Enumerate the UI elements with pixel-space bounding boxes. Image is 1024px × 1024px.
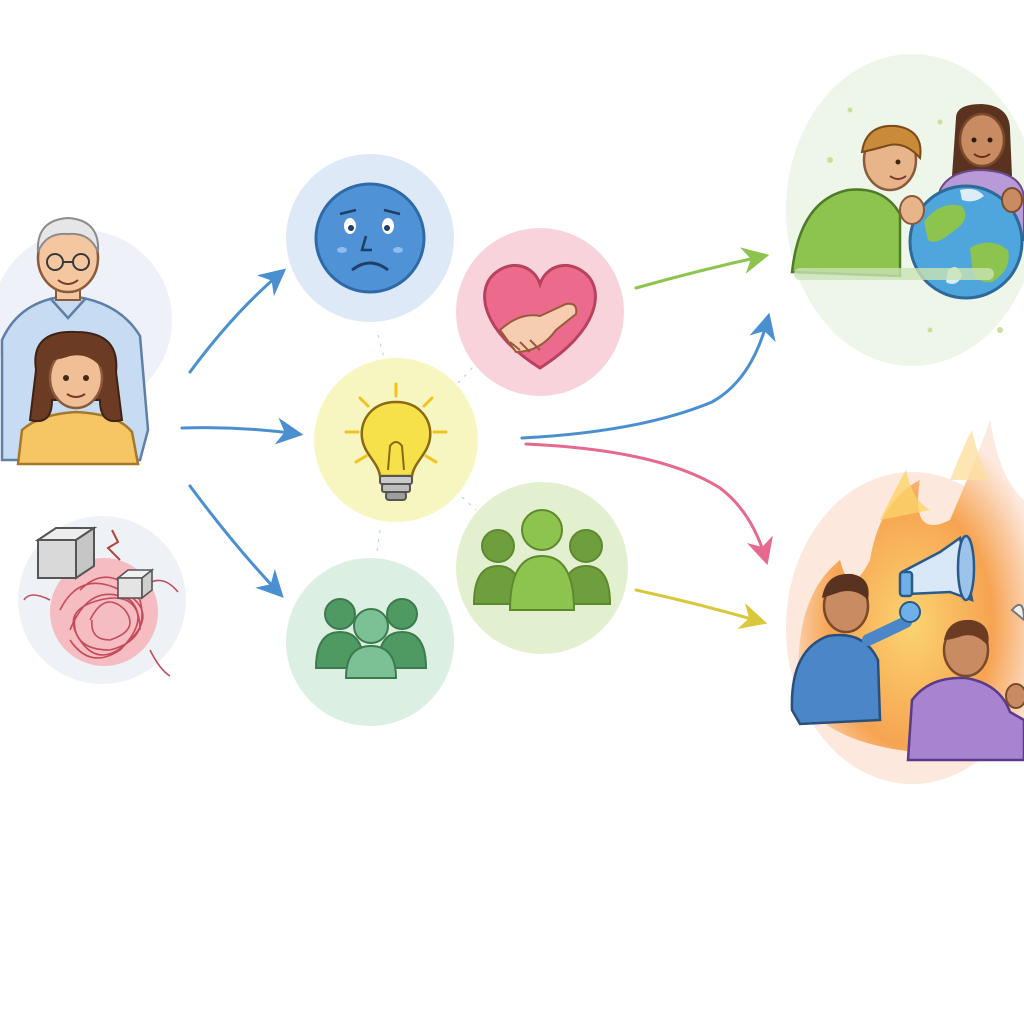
community-node (286, 558, 454, 726)
arrow-lightbulb-to-conflict (524, 442, 773, 566)
arrow-family-to-sad (188, 268, 287, 374)
heart-handshake-icon (483, 263, 597, 370)
people-globe-icon (790, 104, 1024, 333)
family-icon (0, 216, 150, 466)
lightbulb-node (314, 358, 478, 522)
group-node (456, 482, 628, 654)
arrow-family-to-lightbulb (180, 417, 304, 445)
arrow-group-to-conflict (634, 588, 768, 629)
lightbulb-icon (344, 382, 448, 501)
arrow-family-to-community (188, 484, 284, 598)
outcome-conflict-node (786, 420, 1024, 784)
sad-face-node (286, 154, 454, 322)
sad-face-icon (314, 182, 426, 294)
megaphone-icon (898, 534, 976, 602)
group-people-icon (472, 509, 612, 611)
arrow-lightbulb-to-positive (520, 312, 776, 440)
heart-handshake-node (456, 228, 624, 396)
source-tangle-node (18, 516, 186, 684)
source-family-node (0, 216, 172, 466)
connector-lines (376, 334, 477, 553)
outcome-positive-node (786, 54, 1024, 366)
protest-fire-icon (790, 420, 1024, 762)
tangle-icon (23, 526, 179, 677)
arrows (180, 247, 776, 629)
community-people-icon (314, 598, 428, 679)
arrow-heart-to-positive (634, 247, 770, 290)
